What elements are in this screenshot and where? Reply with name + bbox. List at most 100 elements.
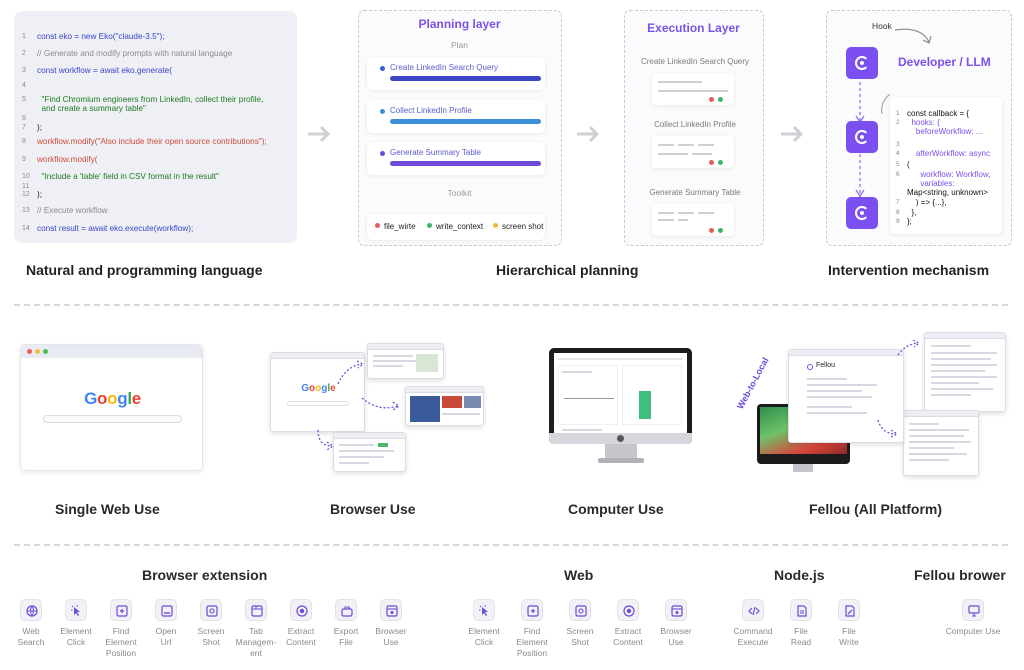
screenshot-icon <box>569 599 591 621</box>
plan-step-label: Collect LinkedIn Profile <box>390 106 472 115</box>
find-icon <box>110 599 132 621</box>
globe-icon <box>20 599 42 621</box>
planning-layer-panel: Planning layer Plan Create LinkedIn Sear… <box>358 10 562 246</box>
monitor-chin <box>549 433 692 444</box>
exec-line <box>678 212 694 214</box>
fellou-window: Fellou <box>788 349 904 443</box>
browser-titlebar <box>21 345 202 358</box>
dotted-arrow-icon <box>897 340 921 356</box>
monitor-icon <box>962 599 984 621</box>
planning-layer-title: Planning layer <box>418 17 501 31</box>
monitor-screen <box>554 353 687 433</box>
section-divider <box>14 304 1008 306</box>
plan-step-card: Collect LinkedIn Profile <box>367 100 545 133</box>
plan-step-bar <box>390 119 541 124</box>
exec-line <box>658 90 728 92</box>
exec-step-card <box>652 136 734 168</box>
browser-window: Google <box>270 352 365 432</box>
browser-icon <box>380 599 402 621</box>
dotted-arrow-icon <box>361 397 401 411</box>
fellou-browser-title: Fellou brower <box>914 567 1006 583</box>
plan-step-card: Create LinkedIn Search Query <box>367 57 545 90</box>
flow-arrow-icon <box>781 125 804 143</box>
exec-step-label: Generate Summary Table <box>649 188 741 197</box>
dot-icon <box>493 223 498 228</box>
apple-logo-icon <box>617 435 624 442</box>
tab-icon <box>245 599 267 621</box>
nodejs-title: Node.js <box>774 567 825 583</box>
search-input[interactable] <box>43 415 182 423</box>
single-web-use-caption: Single Web Use <box>55 501 160 517</box>
exec-line <box>658 153 688 155</box>
fellou-all-platform-caption: Fellou (All Platform) <box>809 501 942 517</box>
status-dot <box>380 66 385 71</box>
section-divider <box>14 544 1008 546</box>
red-dot-icon <box>709 160 714 165</box>
browser-use-caption: Browser Use <box>330 501 416 517</box>
intervention-caption: Intervention mechanism <box>828 262 990 278</box>
toolkit-label: Toolkit <box>447 188 472 198</box>
red-dot-icon <box>709 97 714 102</box>
plan-step-label: Generate Summary Table <box>390 148 482 157</box>
exec-line <box>692 153 712 155</box>
dot-icon <box>375 223 380 228</box>
google-logo: Google <box>301 383 336 394</box>
plan-step-card: Generate Summary Table <box>367 142 545 175</box>
exec-step-card <box>652 73 734 105</box>
browser-window: Google <box>20 344 203 471</box>
exec-line <box>658 219 674 221</box>
url-icon <box>155 599 177 621</box>
agent-node-icon <box>846 47 878 79</box>
dotted-arrow-icon <box>877 419 899 438</box>
tool-computer-use[interactable]: Computer Use <box>941 599 1005 637</box>
browser-screenshot <box>367 343 444 379</box>
monitor-base <box>598 458 644 463</box>
monitor <box>549 348 692 444</box>
browser-extension-title: Browser extension <box>142 567 268 583</box>
export-icon <box>335 599 357 621</box>
execution-layer-panel: Execution Layer Create LinkedIn Search Q… <box>624 10 764 246</box>
file-read-icon <box>790 599 812 621</box>
curved-arrow-icon <box>881 93 891 115</box>
status-dot <box>380 151 385 156</box>
dot-icon <box>427 223 432 228</box>
agent-node-icon <box>846 197 878 229</box>
dotted-arrow-icon <box>317 429 335 451</box>
exec-line <box>658 212 674 214</box>
hook-label: Hook <box>872 21 892 31</box>
fellou-logo-text: Fellou <box>816 362 836 369</box>
toolkit-item: screen shot <box>493 222 543 231</box>
file-write-icon <box>838 599 860 621</box>
exec-step-card <box>652 204 734 236</box>
developer-llm-label: Developer / LLM <box>898 55 991 69</box>
